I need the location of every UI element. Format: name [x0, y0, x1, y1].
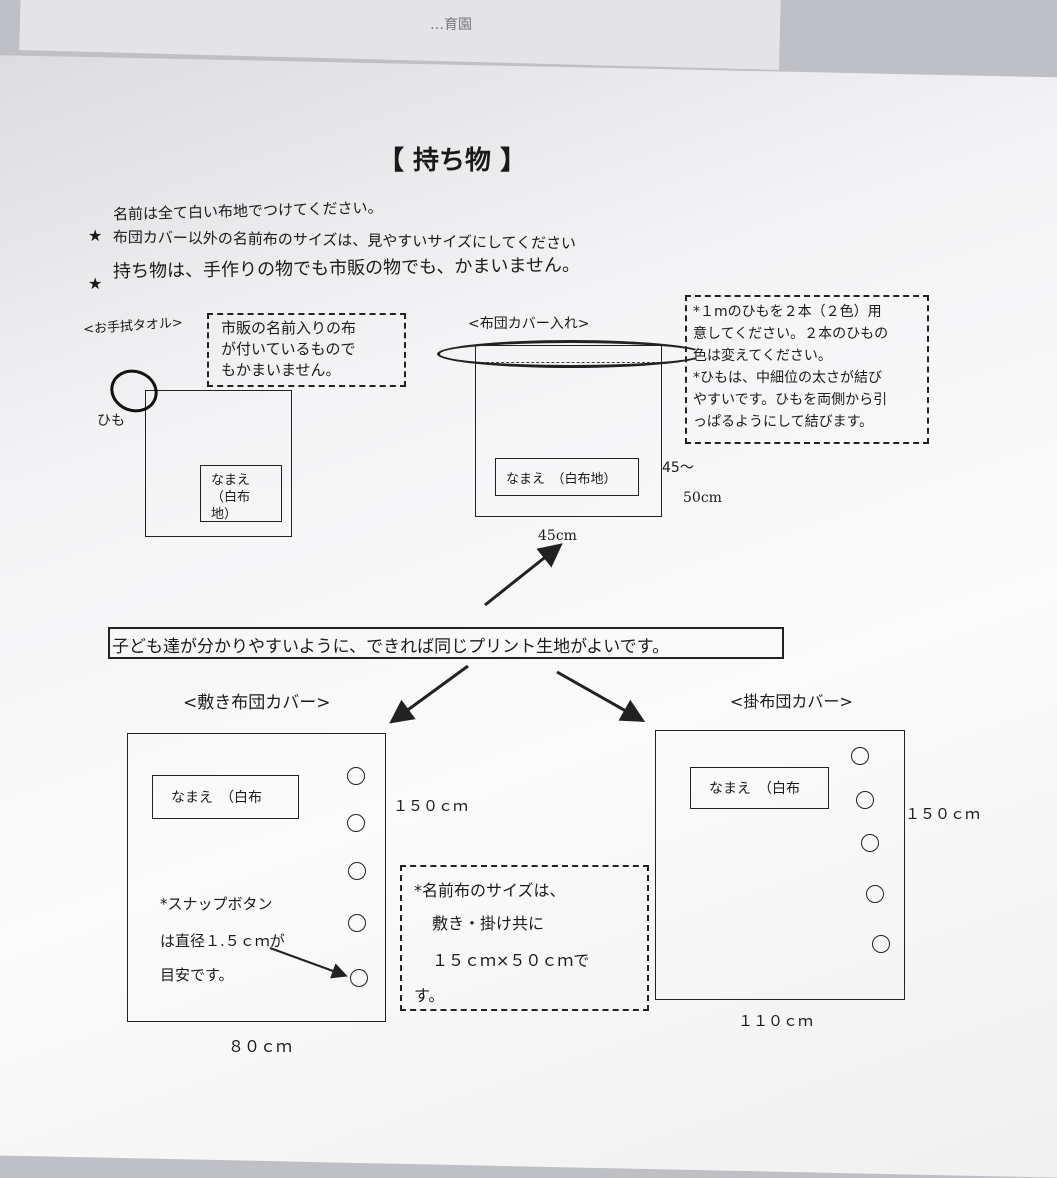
- bag-height: 45～: [662, 460, 694, 476]
- name-tag-text: なまえ （白布: [709, 781, 800, 797]
- towel-note-line: 市販の名前入りの布: [221, 319, 357, 337]
- arrow-icon: [484, 543, 563, 607]
- bag-width: 45cm: [538, 528, 577, 544]
- snap-button-icon: [348, 862, 366, 880]
- bag-note-line: やすいです。ひもを両側から引: [693, 392, 888, 408]
- snap-note-line: は直径１.５ｃｍが: [160, 932, 285, 950]
- bag-note-box: *１mのひもを２本（２色）用 意してください。２本のひもの 色は変えてください。…: [685, 295, 929, 444]
- size-note-box: *名前布のサイズは、 敷き・掛け共に １５ｃｍ×５０ｃｍで す。: [400, 865, 649, 1011]
- star-bullet-1: ★: [88, 226, 103, 245]
- towel-note-line: もかまいません。: [221, 361, 341, 379]
- snap-note-line: 目安です。: [160, 966, 234, 984]
- drawstring-icon: [437, 340, 705, 368]
- kake-label: <掛布団カバー>: [730, 692, 853, 711]
- kake-futon-drawing: [655, 730, 905, 1000]
- kake-name-tag: なまえ （白布: [690, 767, 829, 809]
- snap-button-icon: [856, 791, 874, 809]
- snap-button-icon: [866, 885, 884, 903]
- name-tag-text: なまえ （白布: [171, 790, 262, 806]
- page-content: 【 持ち物 】 ★ 名前は全て白い布地でつけてください。 布団カバー以外の名前布…: [83, 146, 981, 1056]
- snap-button-icon: [861, 834, 879, 852]
- snap-button-icon: [350, 969, 368, 987]
- arrow-icon: [389, 664, 469, 724]
- size-note-line: １５ｃｍ×５０ｃｍで: [432, 951, 590, 970]
- kake-height: １５０ｃｍ: [905, 805, 981, 823]
- name-tag-text: なまえ （白布地）: [506, 472, 617, 487]
- towel-drawing: [145, 390, 292, 537]
- back-sheet-text: …育園: [430, 17, 472, 33]
- bag-label: <布団カバー入れ>: [468, 316, 590, 332]
- name-tag-line: なまえ: [211, 473, 251, 488]
- snap-button-icon: [851, 747, 869, 765]
- shiki-label: <敷き布団カバー>: [183, 693, 331, 713]
- size-note-line: す。: [414, 986, 445, 1005]
- size-note-line: *名前布のサイズは、: [414, 881, 566, 900]
- arrow-icon: [556, 670, 646, 722]
- bag-name-tag: なまえ （白布地）: [495, 458, 639, 496]
- kake-width: １１０ｃｍ: [738, 1012, 814, 1030]
- towel-name-tag: なまえ （白布 地）: [200, 465, 282, 522]
- bag-note-line: 色は変えてください。: [693, 348, 832, 364]
- name-tag-line: 地）: [211, 507, 238, 522]
- bag-note-line: 意してください。２本のひもの: [693, 326, 889, 342]
- size-note-line: 敷き・掛け共に: [432, 914, 545, 933]
- snap-button-icon: [347, 767, 365, 785]
- print-note-box: 子ども達が分かりやすいように、できれば同じプリント生地がよいです。: [108, 627, 784, 659]
- towel-note-line: が付いているもので: [221, 340, 356, 358]
- snap-button-icon: [348, 914, 366, 932]
- towel-note-box: 市販の名前入りの布 が付いているもので もかまいません。: [207, 313, 406, 387]
- arrow-icon: [269, 947, 348, 979]
- shiki-name-tag: なまえ （白布: [152, 775, 299, 819]
- snap-button-icon: [872, 935, 890, 953]
- shiki-futon-drawing: [127, 733, 386, 1022]
- shiki-height: １５０ｃｍ: [393, 797, 469, 815]
- arrows-layer: [269, 543, 646, 979]
- string-label: ひも: [97, 413, 125, 429]
- bag-note-line: っぱるようにして結びます。: [693, 414, 874, 430]
- bag-note-line: *ひもは、中細位の太さが結び: [693, 370, 882, 386]
- star-bullet-2: ★: [88, 274, 103, 293]
- bag-note-line: *１mのひもを２本（２色）用: [693, 304, 882, 320]
- print-note: 子ども達が分かりやすいように、できれば同じプリント生地がよいです。: [112, 637, 670, 657]
- page-title: 【 持ち物 】: [378, 146, 527, 176]
- snap-note-line: *スナップボタン: [160, 895, 273, 913]
- name-tag-line: （白布: [211, 490, 251, 505]
- bag-height-2: 50cm: [683, 490, 722, 506]
- snap-button-icon: [347, 814, 365, 832]
- shiki-width: ８０ｃｍ: [228, 1037, 293, 1056]
